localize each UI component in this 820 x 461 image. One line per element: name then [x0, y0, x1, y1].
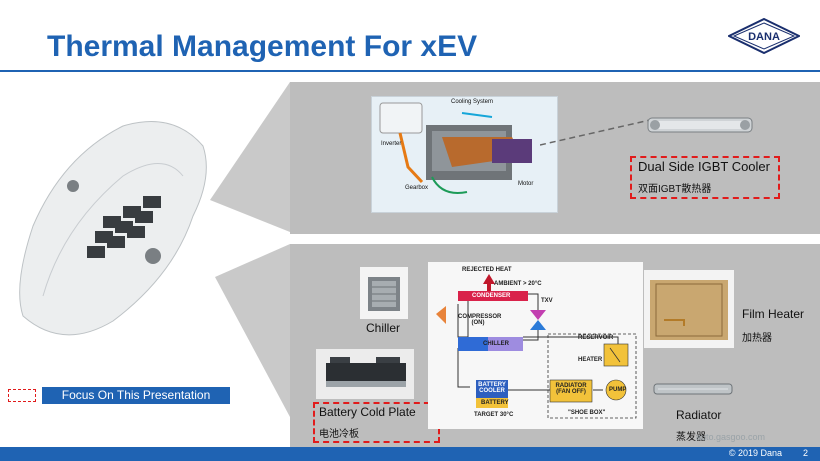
motor-label: Motor [518, 181, 534, 187]
condenser-label: CONDENSER [472, 293, 511, 299]
target-temp-label: TARGET 30°C [474, 412, 514, 418]
compressor-label: COMPRESSOR (ON) [458, 314, 502, 326]
radiator-fan-label: RADIATOR (FAN OFF) [555, 383, 587, 395]
legend-dashed-swatch [8, 389, 36, 402]
rejected-heat-label: REJECTED HEAT [462, 267, 512, 273]
xev-car-image [3, 106, 216, 346]
footer-bar [0, 447, 820, 461]
panel-wedges [210, 82, 290, 417]
chiller-label: Chiller [366, 321, 401, 335]
pump-label: PUMP [609, 387, 627, 393]
radiator-image [652, 378, 734, 400]
battery-cold-plate-image [316, 349, 414, 399]
shoe-box-label: "SHOE BOX" [568, 410, 606, 416]
chiller-image [360, 267, 408, 319]
top-callout-line [540, 119, 651, 146]
txv-label: TXV [541, 298, 553, 304]
film-heater-image [644, 270, 734, 348]
battery-cooler-label: BATTERY COOLER [478, 382, 506, 394]
film-heater-cn-label: 加热器 [742, 333, 772, 344]
page-title: Thermal Management For xEV [47, 30, 478, 63]
film-heater-label: Film Heater [742, 307, 805, 321]
chiller-schematic-label: CHILLER [483, 341, 509, 347]
dana-logo: DANA [726, 17, 802, 55]
igbt-callout-box [630, 156, 780, 199]
cooling-system-label: Cooling System [451, 99, 494, 105]
ambient-label: AMBIENT > 20°C [494, 281, 542, 287]
igbt-cooler-image [643, 106, 757, 144]
radiator-cn-label: 蒸发器 [676, 432, 706, 443]
battery-cold-plate-label: Battery Cold Plate [319, 405, 416, 419]
focus-legend-label: Focus On This Presentation [42, 387, 230, 404]
watermark-site: auto.gasgoo.com [696, 432, 766, 442]
igbt-cooler-label: Dual Side IGBT Cooler [638, 159, 770, 174]
powertrain-cutaway-image [371, 96, 558, 213]
battery-cold-plate-cn-label: 电池冷板 [319, 429, 359, 440]
inverter-label: Inverter [381, 141, 402, 147]
reservoir-label: RESERVOIR [578, 335, 614, 341]
radiator-label: Radiator [676, 408, 722, 422]
title-divider [0, 70, 820, 72]
thermal-loop-schematic: REJECTED HEAT AMBIENT > 20°C CONDENSER T… [428, 262, 643, 429]
logo-text: DANA [748, 31, 780, 43]
heater-label: HEATER [578, 357, 603, 363]
igbt-cooler-cn-label: 双面IGBT散热器 [638, 184, 712, 195]
footer-copyright: © 2019 Dana [728, 448, 782, 458]
battery-label: BATTERY [481, 400, 509, 406]
page-number: 2 [802, 448, 808, 458]
gearbox-label: Gearbox [405, 185, 429, 191]
